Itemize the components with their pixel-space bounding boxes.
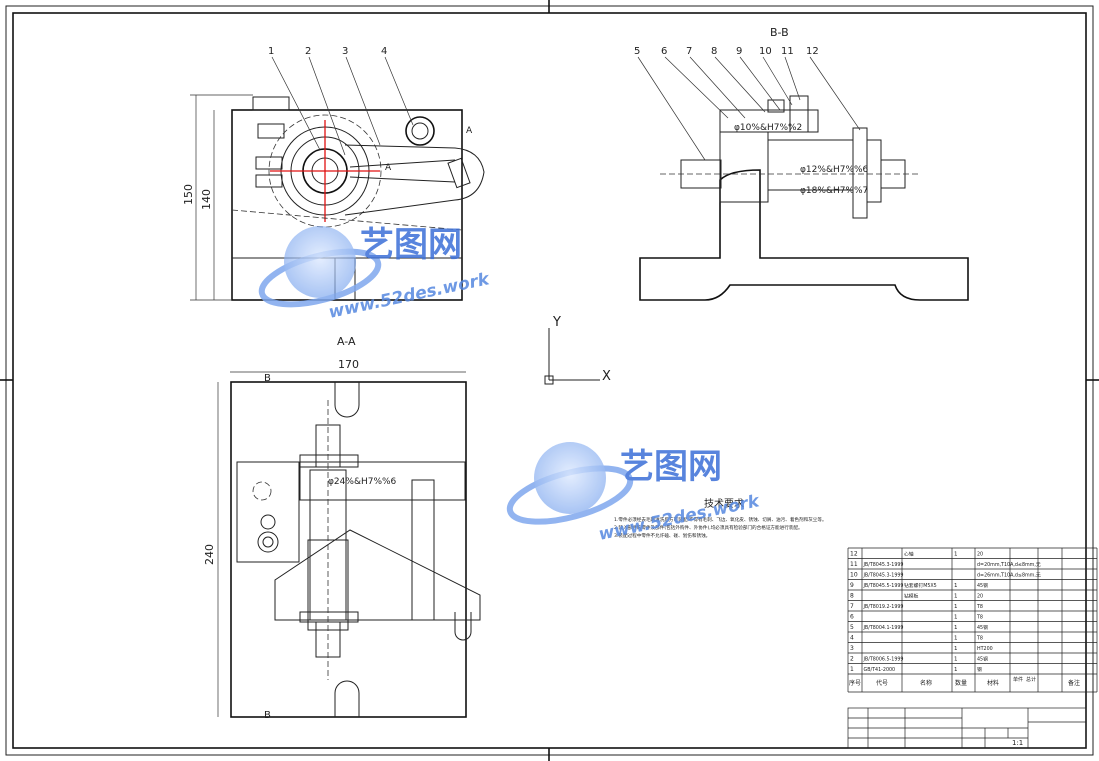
svg-text:140: 140 [200, 189, 213, 210]
parts-row-qty: 1 [954, 625, 958, 631]
svg-text:240: 240 [203, 544, 216, 565]
parts-header: 名称 [920, 679, 932, 687]
svg-text:6: 6 [661, 46, 667, 57]
svg-text:8: 8 [711, 46, 717, 57]
parts-row-qty: 1 [954, 604, 958, 610]
svg-text:150: 150 [182, 184, 195, 205]
parts-row-qty: 1 [954, 552, 958, 558]
parts-row-name: 心轴 [904, 551, 914, 558]
parts-row-no: 3 [850, 645, 854, 652]
svg-text:B: B [264, 373, 271, 384]
svg-text:A: A [385, 163, 392, 173]
svg-text:7: 7 [686, 46, 692, 57]
svg-text:A: A [466, 126, 473, 136]
svg-text:A-A: A-A [337, 335, 356, 348]
scale-value: 1:1 [1012, 739, 1023, 747]
parts-row-no: 5 [850, 624, 854, 631]
parts-row-material: 钢 [977, 666, 982, 673]
svg-text:φ24%&H7%%6: φ24%&H7%%6 [328, 477, 397, 487]
parts-header: 材料 [987, 679, 999, 687]
parts-row-code: JB/T8045.5-1999 [863, 583, 904, 589]
parts-header: 单件 [1013, 676, 1023, 683]
parts-row-material: 45钢 [977, 582, 988, 589]
parts-row-no: 1 [850, 666, 854, 673]
parts-row-material: d=20mm,T10A,d≤8mm,无 [977, 562, 1041, 568]
svg-text:4: 4 [381, 46, 387, 57]
parts-header: 序号 [849, 679, 861, 687]
parts-row-code: JB/T8019.2-1999 [863, 604, 904, 610]
parts-row-code: JB/T8045.3-1999 [863, 562, 904, 568]
parts-row-no: 4 [850, 635, 854, 642]
parts-row-code: JB/T8045.3-1999 [863, 573, 904, 579]
parts-row-material: 20 [977, 594, 983, 600]
svg-text:1: 1 [268, 46, 274, 57]
section-aa-view: A-A 170 φ24%&H7%%6 B B 240 [203, 335, 481, 721]
parts-row-material: 20 [977, 552, 983, 558]
parts-row-no: 10 [850, 572, 858, 579]
watermark-logo: 艺图网 www.52des.work [258, 225, 493, 323]
svg-text:φ12%&H7%%6: φ12%&H7%%6 [800, 165, 869, 175]
parts-row-qty: 1 [954, 594, 958, 600]
parts-row-code: GB/T41-2000 [864, 667, 896, 673]
parts-row-qty: 1 [954, 667, 958, 673]
parts-header: 代号 [876, 679, 888, 687]
svg-text:艺图网: 艺图网 [360, 225, 462, 265]
tech-req-line-1: 1.零件必须经去毛刺清洗后方可装配,不得有毛刺、飞边、氧化皮、锈蚀、切屑、油污、… [614, 516, 827, 523]
title-block: 1:1 [847, 707, 1087, 749]
parts-row-material: 45钢 [977, 656, 988, 663]
svg-text:φ10%&H7%%2: φ10%&H7%%2 [734, 123, 802, 133]
parts-row-no: 12 [850, 551, 858, 558]
svg-text:5: 5 [634, 46, 640, 57]
tech-req-line-3: 3.装配过程中零件不允许磕、碰、划伤和锈蚀。 [614, 532, 710, 539]
ucs-axis-icon: Y X [544, 315, 611, 385]
svg-text:艺图网: 艺图网 [620, 447, 722, 487]
parts-row-material: d=26mm,T10A,d≤8mm,无 [977, 573, 1041, 579]
svg-text:2: 2 [305, 46, 311, 57]
tech-req-title: 技术要求 [704, 497, 744, 510]
parts-row-no: 7 [850, 603, 854, 610]
section-bb-view: B-B φ10%&H7%%2 φ12%&H7%%6 φ18%&H7%%7 5 6… [634, 26, 969, 301]
parts-row-material: T8 [976, 604, 983, 610]
parts-row-qty: 1 [954, 657, 958, 663]
parts-row-qty: 1 [954, 615, 958, 621]
parts-row-no: 8 [850, 593, 854, 600]
parts-row-no: 11 [850, 561, 858, 568]
parts-row-material: 45钢 [977, 624, 988, 631]
svg-text:9: 9 [736, 46, 742, 57]
svg-text:170: 170 [338, 358, 359, 371]
parts-row-code: JB/T8006.5-1999 [863, 657, 904, 663]
parts-row-name: 钻套螺钉M5X5 [904, 582, 937, 589]
front-view: A A 1 2 3 4 150 140 [182, 46, 485, 301]
svg-text:12: 12 [806, 46, 819, 57]
parts-row-no: 9 [850, 582, 854, 589]
tech-req-line-2: 2.装入部件的零件及部件(包括外购件、外协件),均必须具有检验部门的合格证方能进… [614, 524, 803, 531]
svg-text:10: 10 [759, 46, 772, 57]
parts-row-no: 2 [850, 656, 854, 663]
parts-row-material: T8 [976, 615, 983, 621]
svg-text:X: X [602, 369, 611, 384]
svg-text:B: B [264, 710, 271, 721]
svg-text:φ18%&H7%%7: φ18%&H7%%7 [800, 186, 868, 196]
parts-row-name: 钻模板 [904, 593, 919, 600]
svg-text:B-B: B-B [770, 26, 789, 39]
parts-header: 数量 [955, 679, 967, 687]
technical-requirements: 技术要求 1.零件必须经去毛刺清洗后方可装配,不得有毛刺、飞边、氧化皮、锈蚀、切… [614, 497, 827, 539]
parts-row-material: HT200 [977, 646, 993, 652]
parts-row-no: 6 [850, 614, 854, 621]
svg-text:Y: Y [552, 315, 561, 330]
parts-row-qty: 1 [954, 646, 958, 652]
parts-header: 总计 [1026, 676, 1036, 683]
parts-row-material: T8 [976, 636, 983, 642]
parts-row-qty: 1 [954, 583, 958, 589]
parts-header: 备注 [1068, 679, 1080, 687]
svg-text:11: 11 [781, 46, 794, 57]
parts-row-qty: 1 [954, 636, 958, 642]
parts-row-code: JB/T8004.1-1999 [863, 625, 904, 631]
svg-text:3: 3 [342, 46, 348, 57]
